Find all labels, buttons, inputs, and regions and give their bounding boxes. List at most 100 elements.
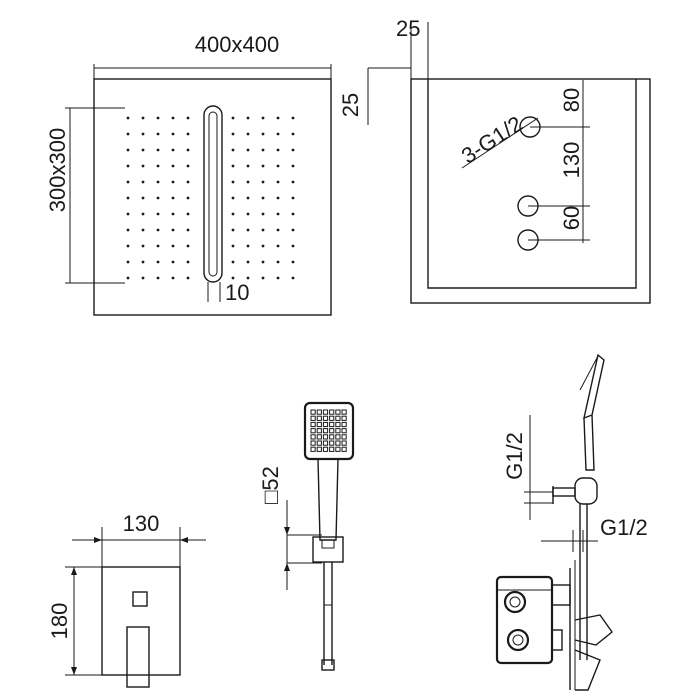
nozzle-dot bbox=[276, 212, 280, 216]
nozzle-dot bbox=[126, 196, 130, 200]
nozzle-dot bbox=[246, 228, 250, 232]
nozzle-dot bbox=[231, 276, 235, 280]
nozzle-dot bbox=[141, 132, 145, 136]
handshower-nozzle bbox=[310, 421, 316, 428]
nozzle-dot bbox=[141, 164, 145, 168]
nozzle-dot bbox=[186, 164, 190, 168]
nozzle-dot bbox=[291, 276, 295, 280]
nozzle-dot bbox=[126, 164, 130, 168]
nozzle-dot bbox=[186, 180, 190, 184]
nozzle-dot bbox=[231, 212, 235, 216]
nozzle-dot bbox=[261, 196, 265, 200]
nozzle-dot bbox=[126, 132, 130, 136]
nozzle-dot bbox=[141, 180, 145, 184]
nozzle-dot bbox=[276, 260, 280, 264]
handshower-nozzle bbox=[329, 409, 335, 415]
slot-width-label: 10 bbox=[225, 280, 249, 305]
handshower-nozzle bbox=[316, 415, 322, 421]
nozzle-dot bbox=[261, 244, 265, 248]
nozzle-dot bbox=[141, 116, 145, 120]
handshower-nozzle bbox=[329, 421, 335, 428]
nozzle-dot bbox=[156, 244, 160, 248]
handshower-nozzle bbox=[335, 440, 341, 446]
nozzle-dot bbox=[126, 116, 130, 120]
nozzle-dot bbox=[141, 260, 145, 264]
nozzle-dot bbox=[261, 276, 265, 280]
nozzle-dot bbox=[156, 116, 160, 120]
nozzle-dot bbox=[291, 196, 295, 200]
nozzle-dot bbox=[126, 260, 130, 264]
handshower-nozzle bbox=[341, 409, 347, 415]
handshower-nozzle bbox=[322, 434, 329, 440]
handshower-nozzle bbox=[341, 421, 347, 428]
nozzle-dot bbox=[156, 228, 160, 232]
inlets-label: 3-G1/2 bbox=[457, 111, 527, 169]
nozzle-dot bbox=[186, 244, 190, 248]
handshower-nozzle bbox=[310, 415, 316, 421]
nozzle-dot bbox=[276, 244, 280, 248]
nozzle-dot bbox=[186, 260, 190, 264]
nozzle-dot bbox=[156, 132, 160, 136]
handshower-nozzle bbox=[316, 428, 322, 434]
handshower-nozzle bbox=[335, 428, 341, 434]
handshower-nozzle bbox=[335, 421, 341, 428]
nozzle-dot bbox=[141, 196, 145, 200]
handshower-nozzle bbox=[329, 434, 335, 440]
nozzle-dot bbox=[276, 164, 280, 168]
handshower-nozzle bbox=[310, 446, 316, 452]
nozzle-dot bbox=[141, 276, 145, 280]
spacing-130-label: 130 bbox=[559, 142, 584, 179]
nozzle-dot bbox=[231, 260, 235, 264]
wall-offset-left-label: 25 bbox=[338, 93, 363, 117]
nozzle-dot bbox=[231, 164, 235, 168]
outlet-horizontal-label: G1/2 bbox=[600, 515, 648, 540]
handshower-nozzle bbox=[322, 440, 329, 446]
handshower-nozzle bbox=[310, 409, 316, 415]
hand-shower-view: □52 bbox=[258, 401, 355, 671]
nozzle-dot bbox=[126, 212, 130, 216]
nozzle-dot bbox=[156, 180, 160, 184]
handshower-nozzle bbox=[341, 440, 347, 446]
nozzle-dot bbox=[261, 164, 265, 168]
nozzle-dot bbox=[186, 116, 190, 120]
handshower-nozzle bbox=[329, 440, 335, 446]
handshower-nozzle bbox=[316, 446, 322, 452]
nozzle-dot bbox=[171, 132, 175, 136]
nozzle-dot bbox=[246, 260, 250, 264]
nozzle-dot bbox=[126, 180, 130, 184]
handshower-nozzle bbox=[329, 415, 335, 421]
shower-head-front-view: 400x400 300x300 10 bbox=[45, 32, 332, 316]
wall-offset-top-label: 25 bbox=[396, 16, 420, 41]
nozzle-dot bbox=[261, 116, 265, 120]
nozzle-dot bbox=[246, 180, 250, 184]
nozzle-dot bbox=[291, 244, 295, 248]
nozzle-dot bbox=[246, 276, 250, 280]
handshower-nozzle bbox=[316, 421, 322, 428]
nozzle-dot bbox=[186, 212, 190, 216]
outlet-vertical-label: G1/2 bbox=[502, 432, 527, 480]
nozzle-dot bbox=[276, 148, 280, 152]
nozzle-dot bbox=[246, 132, 250, 136]
nozzle-dot bbox=[291, 116, 295, 120]
nozzle-grid bbox=[126, 116, 295, 280]
hand-shower-nozzles bbox=[310, 409, 347, 452]
handshower-nozzle bbox=[341, 415, 347, 421]
nozzle-dot bbox=[276, 180, 280, 184]
nozzle-dot bbox=[126, 148, 130, 152]
nozzle-dot bbox=[186, 148, 190, 152]
nozzle-dot bbox=[156, 148, 160, 152]
mixer-front-view: 130 180 bbox=[47, 511, 206, 688]
nozzle-dot bbox=[291, 180, 295, 184]
spacing-80-label: 80 bbox=[559, 88, 584, 112]
nozzle-dot bbox=[171, 260, 175, 264]
handshower-nozzle bbox=[316, 409, 322, 415]
nozzle-dot bbox=[126, 244, 130, 248]
nozzle-dot bbox=[291, 148, 295, 152]
nozzle-dot bbox=[156, 196, 160, 200]
nozzle-dot bbox=[156, 212, 160, 216]
handshower-nozzle bbox=[322, 421, 329, 428]
nozzle-dot bbox=[141, 148, 145, 152]
mixer-width-label: 130 bbox=[123, 511, 160, 536]
nozzle-dot bbox=[246, 196, 250, 200]
